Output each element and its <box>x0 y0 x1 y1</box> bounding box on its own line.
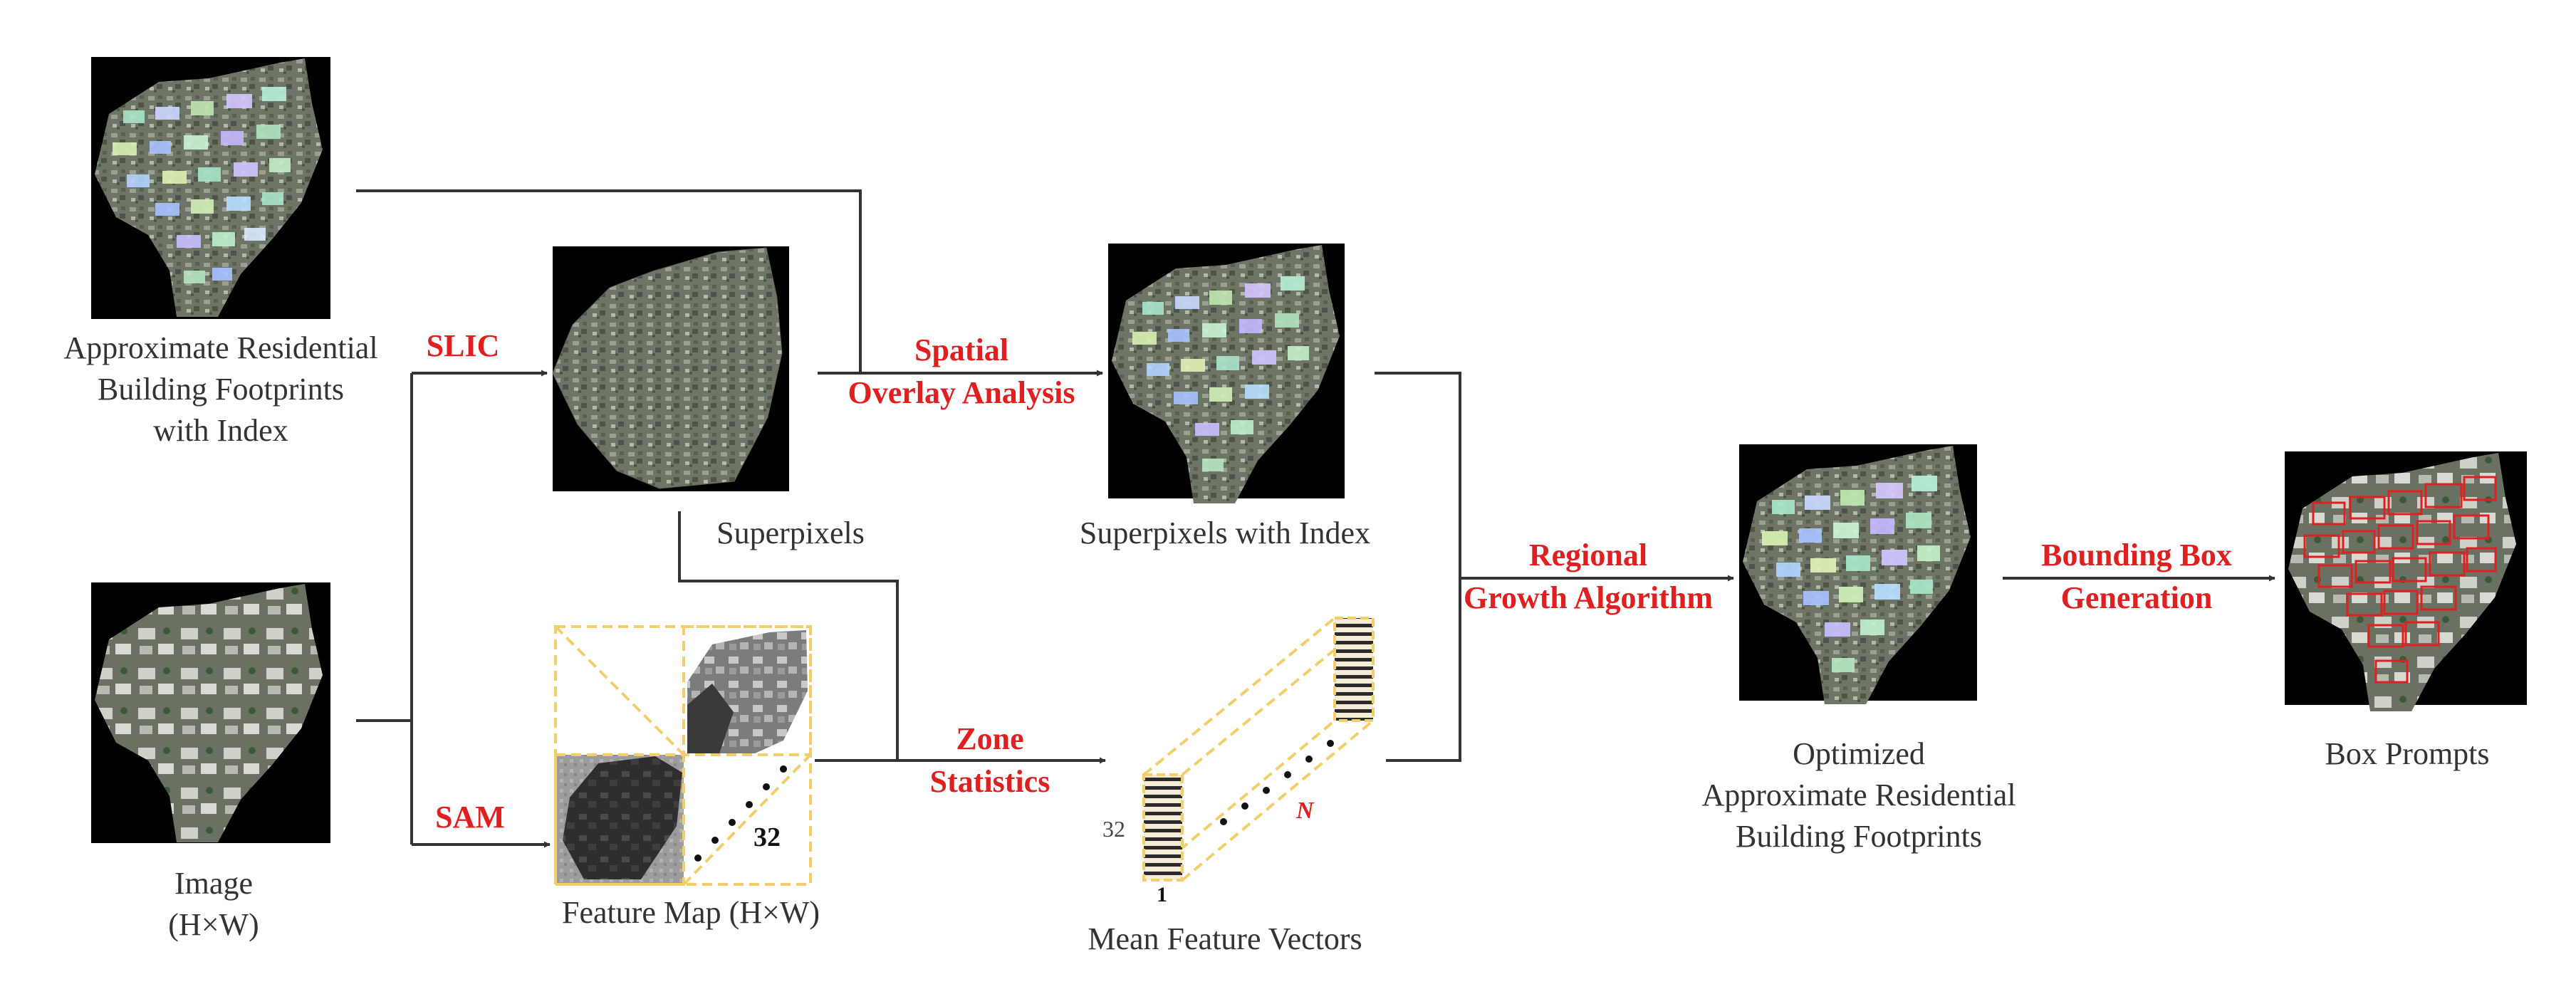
superpixels-label: Superpixels <box>716 516 865 550</box>
op-regional-line2: Growth Algorithm <box>1464 580 1713 615</box>
mean-vectors-block <box>1142 617 1375 882</box>
superpixels-index-tile <box>1108 244 1345 503</box>
optimized-label-line1: Optimized <box>1793 736 1925 771</box>
op-zone: Zone Statistics <box>876 718 1104 803</box>
vector-first <box>1142 773 1184 882</box>
op-bbox-line1: Bounding Box <box>2041 538 2232 572</box>
op-zone-line1: Zone <box>956 721 1024 756</box>
vector-last <box>1333 617 1375 722</box>
op-spatial: Spatial Overlay Analysis <box>819 329 1104 414</box>
feature-map-channels: 32 <box>753 822 781 852</box>
op-sam: SAM <box>435 800 505 835</box>
op-regional-line1: Regional <box>1528 538 1648 572</box>
feature-map-front <box>554 753 685 886</box>
optimized-footprints-tile <box>1739 444 1977 704</box>
feature-map-block <box>554 625 812 886</box>
feature-map-dots <box>694 765 787 862</box>
vector-dots <box>1220 740 1334 825</box>
connector-index-merge <box>1375 372 1461 762</box>
op-slic: SLIC <box>426 328 500 363</box>
vector-first-label: 1 <box>1157 883 1167 906</box>
optimized-label-line2: Approximate Residential <box>1701 778 2016 812</box>
box-prompts-label: Box Prompts <box>2325 736 2490 771</box>
mean-vectors-label: Mean Feature Vectors <box>1088 921 1362 956</box>
footprints-index-tile <box>91 57 330 319</box>
op-zone-line2: Statistics <box>929 764 1050 799</box>
footprints-label-line2: Building Footprints <box>98 372 344 407</box>
feature-map-label: Feature Map (H×W) <box>561 895 820 930</box>
connector-superpixels-zone <box>678 511 899 760</box>
input-image-tile <box>91 582 330 843</box>
footprints-label: Approximate Residential Building Footpri… <box>50 328 392 451</box>
image-label: Image (H×W) <box>128 863 299 946</box>
op-regional: Regional Growth Algorithm <box>1446 534 1731 619</box>
superpixels-index-label: Superpixels with Index <box>1079 516 1371 550</box>
connector-footprints <box>356 189 862 373</box>
footprints-label-line1: Approximate Residential <box>63 330 378 365</box>
op-spatial-line2: Overlay Analysis <box>848 375 1075 410</box>
feature-map-back <box>682 625 812 756</box>
vector-dim-label: 32 <box>1102 816 1125 842</box>
image-label-line1: Image <box>174 866 253 901</box>
op-spatial-line1: Spatial <box>914 333 1009 367</box>
optimized-label: Optimized Approximate Residential Buildi… <box>1674 733 2044 857</box>
superpixels-tile <box>552 246 789 491</box>
box-prompts-tile <box>2285 451 2527 711</box>
vector-count-label: N <box>1296 798 1314 824</box>
optimized-label-line3: Building Footprints <box>1736 819 1982 854</box>
image-label-line2: (H×W) <box>168 907 259 942</box>
footprints-label-line3: with Index <box>153 413 288 448</box>
op-bbox-line2: Generation <box>2060 580 2213 615</box>
connectors <box>356 189 2275 848</box>
op-bbox: Bounding Box Generation <box>1994 534 2279 619</box>
